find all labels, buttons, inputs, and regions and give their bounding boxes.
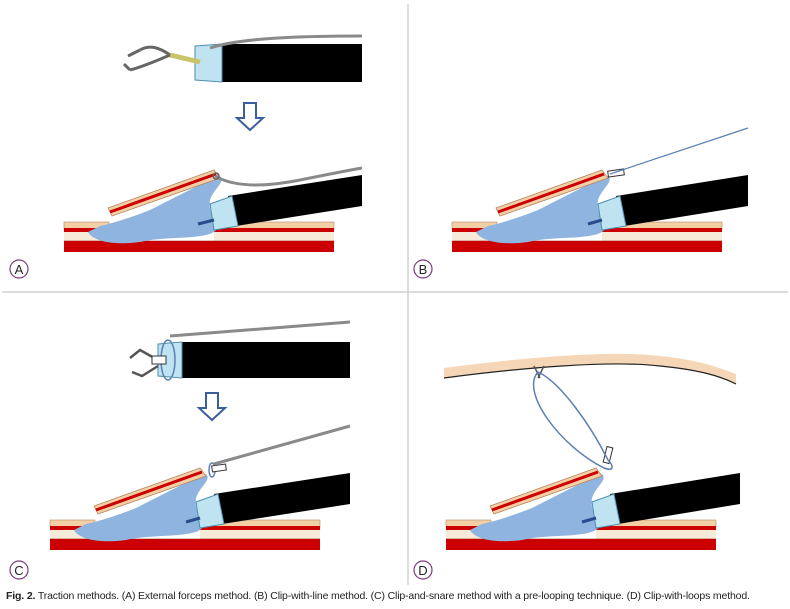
clip-icon (533, 365, 614, 465)
caption-prefix: Fig. 2. (6, 590, 36, 602)
submucosa (476, 176, 618, 244)
submucosa (470, 474, 612, 542)
endoscope-icon (197, 175, 362, 231)
endoscope-icon (581, 473, 740, 529)
lifted-mucosa-flap (495, 169, 609, 217)
panel-label-d: D (418, 563, 427, 578)
endoscope-icon (194, 43, 362, 83)
lifted-mucosa-flap (93, 467, 207, 515)
down-arrow-icon (196, 392, 228, 422)
opposite-wall (443, 353, 737, 385)
panel-label-b: B (419, 262, 428, 277)
endoscope-icon (587, 175, 748, 231)
figure-caption: Fig. 2. Traction methods. (A) External f… (6, 590, 788, 602)
snare-loop-icon (532, 371, 613, 471)
submucosa (88, 176, 230, 244)
traction-line (609, 127, 749, 175)
snare-sheath (213, 424, 351, 466)
panel-dividers (2, 4, 788, 585)
caption-text: Traction methods. (A) External forceps m… (35, 590, 750, 602)
clip-icon (211, 463, 227, 473)
endoscope-icon (185, 473, 350, 529)
forceps-icon (212, 166, 363, 187)
snare-sheath (169, 320, 351, 338)
panel-label-a: A (15, 262, 24, 277)
endoscope-icon (157, 341, 350, 379)
panel-d: D (413, 353, 740, 580)
lifted-mucosa-flap (489, 467, 603, 515)
submucosa (74, 474, 216, 542)
panel-c: C (9, 320, 351, 580)
forceps-icon (122, 34, 363, 72)
panel-a: A (9, 34, 363, 279)
traction-methods-figure: A B (2, 4, 788, 585)
down-arrow-icon (234, 102, 266, 132)
panel-b: B (413, 127, 749, 279)
clip-icon (129, 348, 167, 378)
panel-label-c: C (14, 563, 23, 578)
